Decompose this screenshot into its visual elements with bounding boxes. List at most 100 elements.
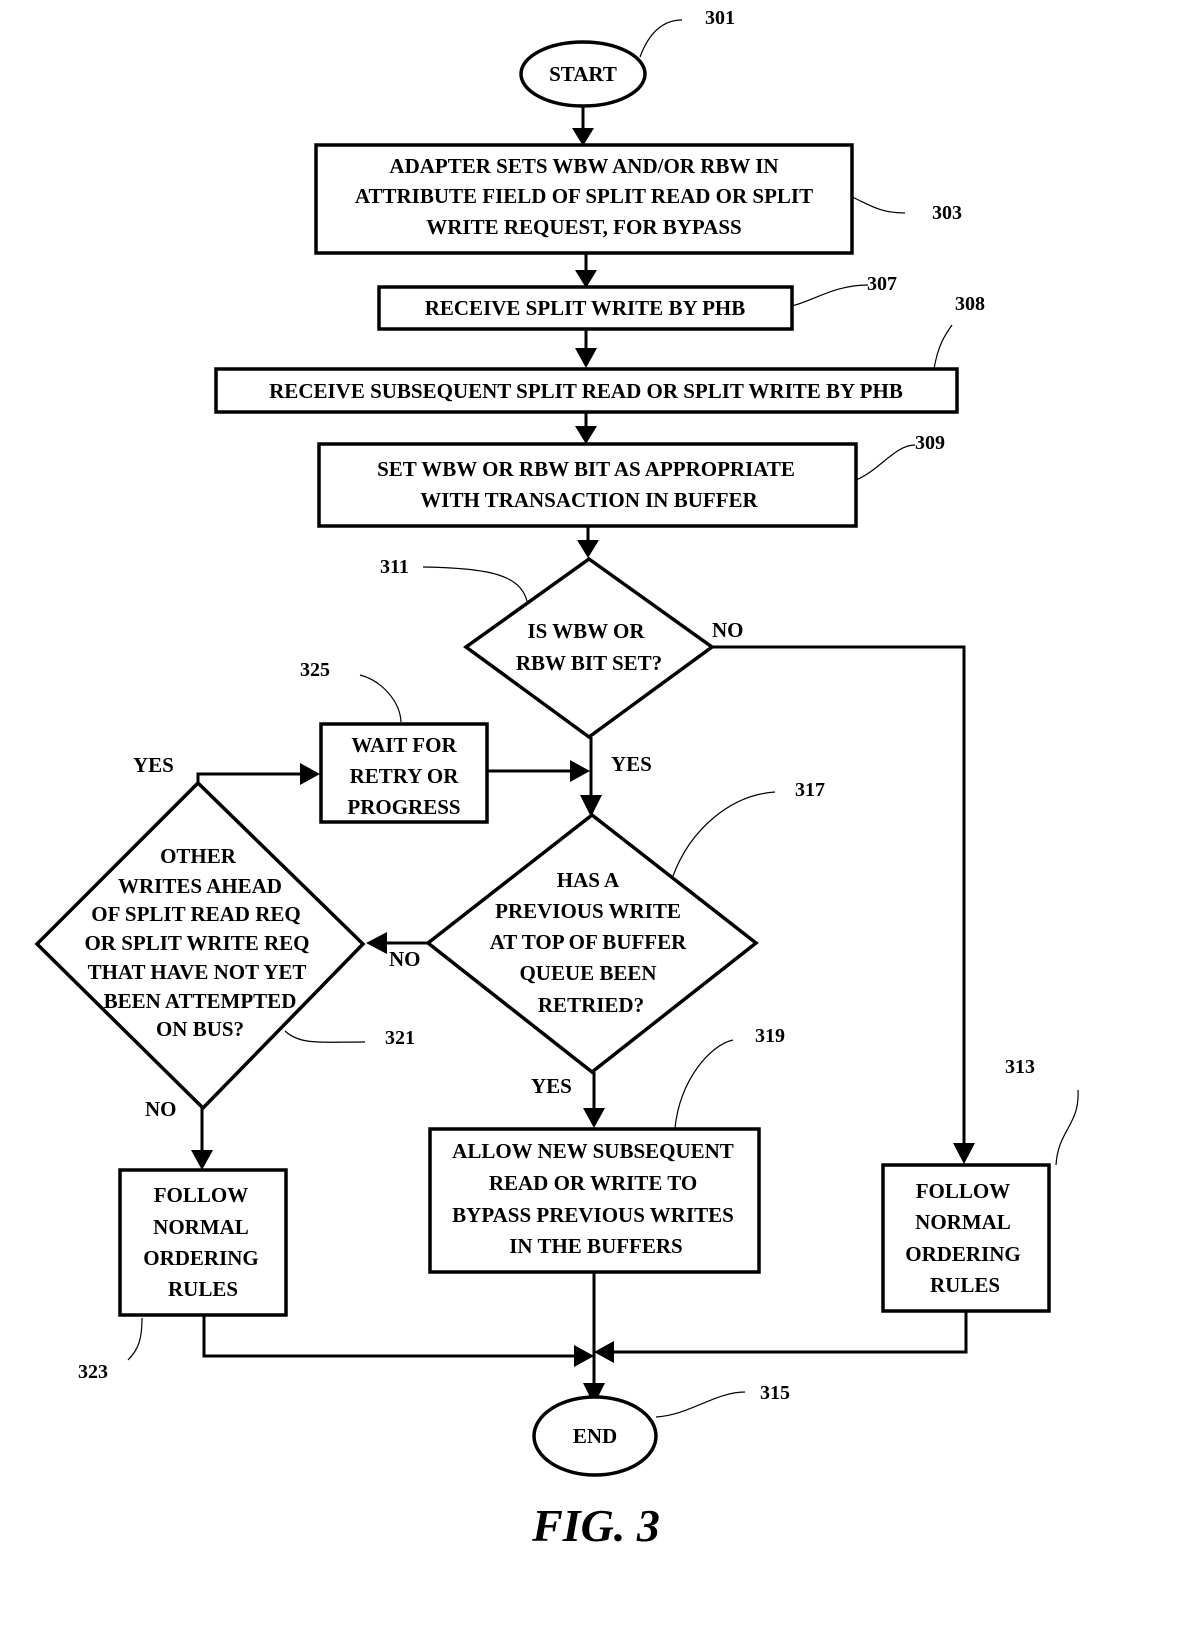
- process-box-313: [881, 1163, 1051, 1313]
- node-321-line-1: WRITES AHEAD: [118, 874, 282, 898]
- process-box-308: [214, 367, 959, 414]
- end-terminal: [532, 1395, 658, 1477]
- edge-label-317-no: NO: [389, 947, 421, 971]
- node-317-line-2: AT TOP OF BUFFER: [490, 930, 687, 954]
- node-receive-subsequent: RECEIVE SUBSEQUENT SPLIT READ OR SPLIT W…: [214, 367, 959, 414]
- node-319-line-2: BYPASS PREVIOUS WRITES: [452, 1203, 734, 1227]
- edge-labels: NO YES NO YES YES NO: [133, 618, 744, 1121]
- process-box-307: [377, 285, 794, 331]
- arrowhead: [583, 1383, 605, 1405]
- edges: [191, 105, 975, 1405]
- arrowhead: [583, 1108, 605, 1128]
- edge-label-321-no: NO: [145, 1097, 177, 1121]
- node-325-line-0: WAIT FOR: [351, 733, 457, 757]
- process-box-309: [317, 442, 858, 528]
- node-adapter-sets: ADAPTER SETS WBW AND/OR RBW IN ATTRIBUTE…: [314, 143, 854, 255]
- node-308-line-0: RECEIVE SUBSEQUENT SPLIT READ OR SPLIT W…: [269, 379, 903, 403]
- process-box-323: [118, 1168, 288, 1317]
- node-323-line-0: FOLLOW: [154, 1183, 249, 1207]
- leader-307: [791, 284, 869, 307]
- reference-numerals: 301 303 307 308 309 311 325 317 321 319 …: [78, 7, 1079, 1418]
- edge-label-317-yes: YES: [531, 1074, 572, 1098]
- process-box-303: [314, 143, 854, 255]
- ref-317: 317: [795, 779, 825, 801]
- node-303-line-2: WRITE REQUEST, FOR BYPASS: [426, 215, 741, 239]
- ref-319: 319: [755, 1025, 785, 1047]
- node-is-bit-set: IS WBW OR RBW BIT SET?: [463, 556, 715, 740]
- edge-label-321-yes: YES: [133, 753, 174, 777]
- node-303-line-0: ADAPTER SETS WBW AND/OR RBW IN: [389, 154, 778, 178]
- node-319-line-3: IN THE BUFFERS: [509, 1234, 683, 1258]
- ref-308: 308: [955, 293, 985, 315]
- node-319-line-1: READ OR WRITE TO: [489, 1171, 697, 1195]
- node-end: END: [532, 1395, 658, 1477]
- node-323-line-3: RULES: [168, 1277, 238, 1301]
- node-follow-normal-right: FOLLOW NORMAL ORDERING RULES: [881, 1163, 1051, 1313]
- arrowhead: [300, 763, 320, 785]
- arrowhead: [575, 270, 597, 288]
- node-307-line-0: RECEIVE SPLIT WRITE BY PHB: [425, 296, 746, 320]
- ref-307: 307: [867, 273, 897, 295]
- node-323-line-2: ORDERING: [143, 1246, 259, 1270]
- leader-321: [284, 1030, 366, 1043]
- arrowhead: [572, 128, 594, 146]
- node-321-line-6: ON BUS?: [156, 1017, 244, 1041]
- ref-303: 303: [932, 202, 962, 224]
- node-other-writes-ahead: OTHER WRITES AHEAD OF SPLIT READ REQ OR …: [34, 780, 366, 1111]
- edge-311-no-to-313: [712, 645, 966, 1145]
- node-321-line-4: THAT HAVE NOT YET: [88, 960, 307, 984]
- node-319-line-0: ALLOW NEW SUBSEQUENT: [452, 1139, 734, 1163]
- arrowhead: [191, 1150, 213, 1170]
- arrowhead: [570, 760, 590, 782]
- arrowhead: [953, 1143, 975, 1164]
- ref-325: 325: [300, 659, 330, 681]
- node-311-line-0: IS WBW OR: [527, 619, 645, 643]
- start-terminal: [519, 40, 647, 108]
- leader-303: [851, 196, 906, 214]
- node-313-line-0: FOLLOW: [916, 1179, 1011, 1203]
- edge-label-311-yes: YES: [611, 752, 652, 776]
- process-box-325: [319, 722, 489, 824]
- leader-311: [422, 566, 528, 602]
- edge-323-to-end: [202, 1316, 576, 1358]
- node-allow-bypass: ALLOW NEW SUBSEQUENT READ OR WRITE TO BY…: [428, 1127, 761, 1274]
- ref-323: 323: [78, 1361, 108, 1383]
- node-313-line-3: RULES: [930, 1273, 1000, 1297]
- leader-323: [127, 1317, 143, 1361]
- node-start: START: [519, 40, 647, 108]
- leader-309: [855, 444, 916, 481]
- node-313-line-1: NORMAL: [915, 1210, 1011, 1234]
- node-317-line-3: QUEUE BEEN: [519, 961, 656, 985]
- arrowhead: [575, 348, 597, 368]
- node-321-line-5: BEEN ATTEMPTED: [104, 989, 297, 1013]
- arrowhead: [594, 1341, 614, 1363]
- leader-308: [933, 324, 953, 370]
- node-317-line-1: PREVIOUS WRITE: [495, 899, 681, 923]
- node-set-bit: SET WBW OR RBW BIT AS APPROPRIATE WITH T…: [317, 442, 858, 528]
- figure-title: FIG. 3: [531, 1500, 660, 1551]
- ref-301: 301: [705, 7, 735, 29]
- edge-label-311-no: NO: [712, 618, 744, 642]
- node-323-line-1: NORMAL: [153, 1215, 249, 1239]
- arrowhead: [575, 426, 597, 444]
- node-321-line-0: OTHER: [160, 844, 237, 868]
- ref-309: 309: [915, 432, 945, 454]
- leader-315: [655, 1391, 746, 1418]
- leader-325: [359, 674, 402, 723]
- arrowhead: [577, 540, 599, 558]
- node-313-line-2: ORDERING: [905, 1242, 1021, 1266]
- arrowhead: [574, 1345, 594, 1367]
- node-has-previous-write: HAS A PREVIOUS WRITE AT TOP OF BUFFER QU…: [425, 812, 759, 1075]
- node-309-line-0: SET WBW OR RBW BIT AS APPROPRIATE: [377, 457, 795, 481]
- node-end-line-0: END: [573, 1424, 617, 1448]
- node-311-line-1: RBW BIT SET?: [516, 651, 662, 675]
- node-321-line-3: OR SPLIT WRITE REQ: [84, 931, 309, 955]
- leader-313: [1055, 1089, 1079, 1166]
- leader-317: [672, 791, 776, 877]
- node-wait-for-retry: WAIT FOR RETRY OR PROGRESS: [319, 722, 489, 824]
- node-follow-normal-left: FOLLOW NORMAL ORDERING RULES: [118, 1168, 288, 1317]
- leader-319: [674, 1039, 734, 1129]
- decision-diamond-311: [463, 556, 715, 740]
- arrowhead: [580, 795, 602, 817]
